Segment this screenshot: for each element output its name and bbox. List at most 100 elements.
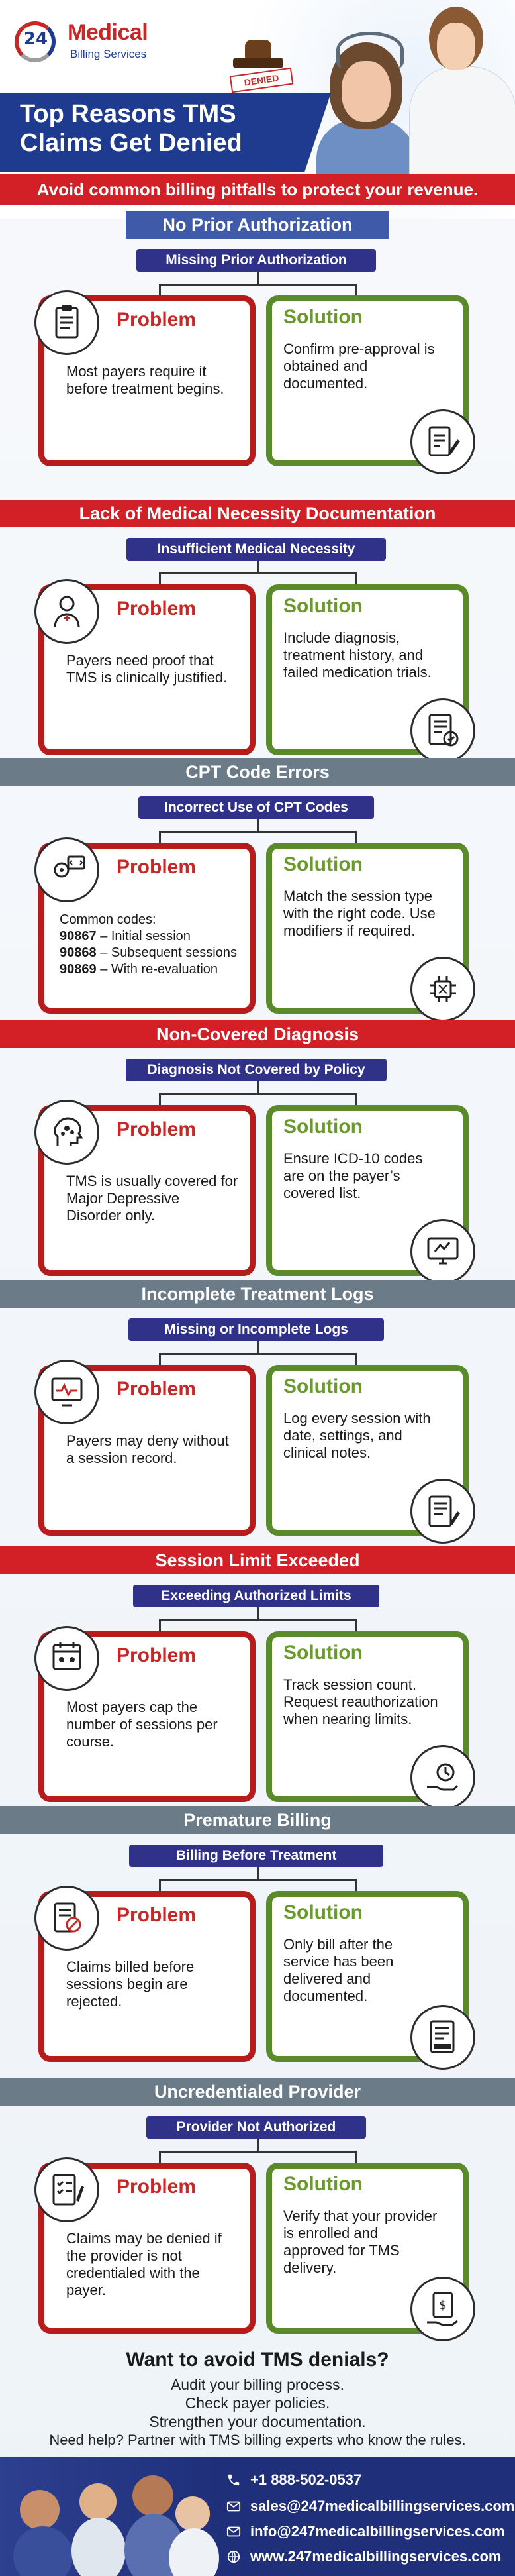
page-title: Top Reasons TMS Claims Get Denied <box>20 100 242 157</box>
team-photo <box>0 2457 219 2576</box>
connector-line <box>159 1879 161 1894</box>
section-subheading: Diagnosis Not Covered by Policy <box>126 1059 387 1081</box>
section-heading: Premature Billing <box>0 1806 515 1834</box>
solution-text: Only bill after the service has been del… <box>283 1936 394 2004</box>
section-subheading: Insufficient Medical Necessity <box>126 538 386 561</box>
phone-contact[interactable]: +1 888-502-0537 <box>225 2471 361 2489</box>
connector-line <box>159 831 356 833</box>
team-member <box>79 2483 117 2520</box>
connector-line <box>355 1093 357 1108</box>
problem-text: Most payers cap the number of sessions p… <box>66 1699 218 1750</box>
connector-line <box>159 572 356 574</box>
solution-text: Confirm pre-approval is obtained and doc… <box>283 341 435 392</box>
solution-title: Solution <box>283 1375 363 1397</box>
problem-text: Claims may be denied if the provider is … <box>66 2230 222 2298</box>
solution-text: Verify that your provider is enrolled an… <box>283 2208 438 2276</box>
problem-text: TMS is usually covered for Major Depress… <box>66 1173 238 1224</box>
claim-form-icon <box>410 2005 475 2070</box>
header: 24 Medical Billing Services DENIED Top R… <box>0 0 515 219</box>
section-heading: CPT Code Errors <box>0 758 515 786</box>
connector-line <box>257 819 259 832</box>
connector-line <box>159 2151 356 2153</box>
certified-document-icon <box>410 698 475 763</box>
connector-line <box>159 1353 161 1368</box>
solution-text: Include diagnosis, treatment history, an… <box>283 629 432 680</box>
section-heading: Session Limit Exceeded <box>0 1546 515 1574</box>
problem-text: Payers need proof that TMS is clinically… <box>66 652 228 686</box>
solution-title: Solution <box>283 1902 363 1923</box>
problem-title: Problem <box>117 1904 197 1926</box>
email-icon <box>225 2498 242 2515</box>
connector-line <box>159 1619 161 1634</box>
cpt-code: 90868 <box>60 945 97 960</box>
email-contact[interactable]: sales@247medicalbillingservices.com <box>225 2498 514 2515</box>
email-sales: sales@247medicalbillingservices.com <box>250 2498 515 2514</box>
clipboard-checklist-icon <box>34 290 99 355</box>
cta-title: Want to avoid TMS denials? <box>126 2349 389 2371</box>
connector-line <box>257 272 259 285</box>
section-subheading: Incorrect Use of CPT Codes <box>138 796 374 819</box>
website-contact[interactable]: www.247medicalbillingservices.com <box>225 2548 501 2565</box>
cpt-code-item: 90867 – Initial session <box>60 928 252 945</box>
signed-document-pen-icon <box>410 409 475 474</box>
problem-text: Payers may deny without a session record… <box>66 1432 229 1466</box>
footer: +1 888-502-0537 sales@247medicalbillings… <box>0 2457 515 2576</box>
connector-line <box>257 1607 259 1621</box>
computer-monitor-icon <box>410 1219 475 1284</box>
section-subheading: Missing Prior Authorization <box>136 249 376 272</box>
phone-number: +1 888-502-0537 <box>250 2471 362 2488</box>
connector-line <box>257 561 259 574</box>
connector-line <box>159 284 161 298</box>
company-logo: 24 Medical Billing Services <box>15 19 187 65</box>
stamp-handle <box>245 40 271 60</box>
brain-head-icon <box>34 1100 99 1165</box>
solution-title: Solution <box>283 1642 363 1664</box>
phone-icon <box>225 2471 242 2489</box>
connector-line <box>159 1353 356 1355</box>
solution-text: Ensure ICD-10 codes are on the payer’s c… <box>283 1150 423 1201</box>
medical-professional-icon <box>34 579 99 644</box>
connector-line <box>257 1867 259 1880</box>
team-member <box>132 2475 173 2516</box>
connector-line <box>355 572 357 587</box>
section-subheading: Missing or Incomplete Logs <box>128 1318 384 1341</box>
problem-box <box>38 843 256 1014</box>
tms-coil-icon <box>336 32 404 68</box>
problem-title: Problem <box>117 1118 197 1140</box>
notepad-pen-icon <box>410 1479 475 1544</box>
blocked-document-icon <box>34 1886 99 1951</box>
connector-line <box>159 1093 356 1095</box>
connector-line <box>355 831 357 845</box>
cta-line: Strengthen your documentation. <box>149 2413 366 2430</box>
section-heading: Non-Covered Diagnosis <box>0 1020 515 1048</box>
email-contact[interactable]: info@247medicalbillingservices.com <box>225 2523 505 2540</box>
problem-title: Problem <box>117 1644 197 1666</box>
hand-timer-icon <box>410 1745 475 1810</box>
problem-title: Problem <box>117 856 197 878</box>
connector-line <box>355 2151 357 2165</box>
connector-line <box>257 1341 259 1354</box>
medical-monitor-icon <box>34 1360 99 1424</box>
doctor-face <box>437 23 475 70</box>
title-banner <box>0 93 331 172</box>
solution-text: Log every session with date, settings, a… <box>283 1410 431 1461</box>
solution-title: Solution <box>283 595 363 617</box>
team-member-body <box>71 2518 126 2576</box>
email-info: info@247medicalbillingservices.com <box>250 2523 505 2540</box>
cta-line: Check payer policies. <box>185 2394 330 2412</box>
section-subheading: Provider Not Authorized <box>146 2116 366 2139</box>
stamp-base <box>233 58 283 68</box>
cta-line: Need help? Partner with TMS billing expe… <box>49 2432 466 2448</box>
team-member-body <box>13 2526 73 2576</box>
cpt-code-desc: – Initial session <box>100 929 191 943</box>
section-subheading: Exceeding Authorized Limits <box>133 1585 379 1607</box>
connector-line <box>159 2151 161 2165</box>
problem-box <box>38 295 256 466</box>
code-gear-icon <box>34 837 99 902</box>
cpt-code: 90867 <box>60 929 97 943</box>
section-subheading: Billing Before Treatment <box>129 1845 383 1867</box>
connector-line <box>257 1081 259 1095</box>
solution-title: Solution <box>283 2173 363 2195</box>
